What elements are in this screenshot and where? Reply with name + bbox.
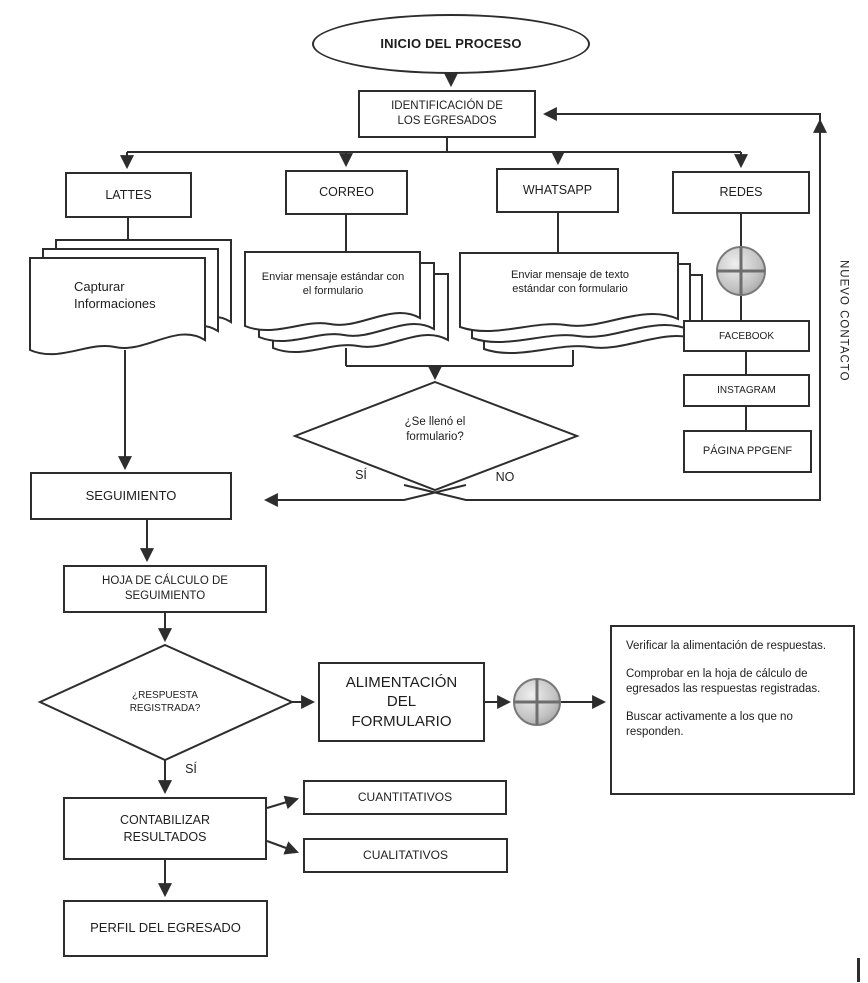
- decision-form-text: ¿Se llenó el formulario?: [404, 416, 466, 443]
- doc-lattes-label: Capturar Informaciones: [74, 276, 204, 316]
- node-cualitativos: CUALITATIVOS: [303, 838, 508, 873]
- nuevo-contacto-text: NUEVO CONTACTO: [837, 260, 850, 382]
- node-whatsapp: WHATSAPP: [496, 168, 619, 213]
- node-contabilizar: CONTABILIZAR RESULTADOS: [63, 797, 267, 860]
- decision-respuesta-yes-label: SÍ: [176, 760, 206, 778]
- junction-circle-redes: [716, 246, 766, 296]
- whatsapp-label: WHATSAPP: [522, 183, 593, 198]
- junction-circle-alimentacion: [513, 678, 561, 726]
- no-text: NO: [495, 469, 515, 484]
- redes-label: REDES: [719, 185, 763, 200]
- decision-form-diamond: [292, 380, 580, 492]
- doc-whatsapp-label: Enviar mensaje de texto estándar con for…: [490, 264, 650, 300]
- node-perfil: PERFIL DEL EGRESADO: [63, 900, 268, 957]
- connector-lines: [118, 73, 827, 898]
- node-pagina-ppgenf: PÁGINA PPGENF: [683, 430, 812, 473]
- instagram-label: INSTAGRAM: [717, 385, 776, 396]
- correo-label: CORREO: [319, 185, 374, 200]
- document-stack-whatsapp: [459, 252, 703, 355]
- node-lattes: LATTES: [65, 172, 192, 218]
- nuevo-contacto-vertical-label: NUEVO CONTACTO: [834, 256, 852, 386]
- doc-whatsapp-text: Enviar mensaje de texto estándar con for…: [510, 268, 629, 295]
- verificacion-item: Buscar activamente a los que no responde…: [626, 710, 793, 739]
- verificacion-item: Comprobar en la hoja de cálculo de egres…: [626, 667, 821, 696]
- hoja-calculo-label: HOJA DE CÁLCULO DE SEGUIMIENTO: [102, 575, 228, 602]
- alimentacion-label: ALIMENTACIÓN DEL FORMULARIO: [345, 673, 458, 730]
- facebook-label: FACEBOOK: [718, 330, 774, 342]
- node-identificacion: IDENTIFICACIÓN DE LOS EGRESADOS: [358, 90, 536, 138]
- si-text: SÍ: [355, 467, 367, 482]
- node-verificacion: Verificar la alimentación de respuestas.…: [610, 625, 855, 795]
- node-alimentacion: ALIMENTACIÓN DEL FORMULARIO: [318, 662, 485, 742]
- pagina-ppgenf-label: PÁGINA PPGENF: [702, 445, 793, 458]
- node-facebook: FACEBOOK: [683, 320, 810, 352]
- node-instagram: INSTAGRAM: [683, 374, 810, 407]
- inicio-label: INICIO DEL PROCESO: [380, 35, 522, 51]
- cuantitativos-label: CUANTITATIVOS: [357, 789, 453, 804]
- node-redes: REDES: [672, 171, 810, 214]
- decision-respuesta-label: ¿RESPUESTA REGISTRADA?: [108, 684, 222, 720]
- identificacion-label: IDENTIFICACIÓN DE LOS EGRESADOS: [391, 100, 503, 127]
- decision-form-yes-label: SÍ: [346, 466, 376, 484]
- decision-form-no-label: NO: [490, 468, 520, 486]
- verificacion-item: Verificar la alimentación de respuestas.: [626, 640, 827, 652]
- contabilizar-label: CONTABILIZAR RESULTADOS: [119, 813, 211, 844]
- lattes-label: LATTES: [105, 187, 152, 202]
- seguimiento-label: SEGUIMIENTO: [85, 487, 177, 503]
- node-seguimiento: SEGUIMIENTO: [30, 472, 232, 520]
- doc-correo-text: Enviar mensaje estándar con el formulari…: [261, 270, 405, 297]
- node-cuantitativos: CUANTITATIVOS: [303, 780, 507, 815]
- node-correo: CORREO: [285, 170, 408, 215]
- page-corner-mark: [857, 958, 860, 982]
- si2-text: SÍ: [185, 761, 197, 776]
- document-stack-correo: [244, 251, 449, 353]
- perfil-label: PERFIL DEL EGRESADO: [90, 920, 241, 936]
- document-stack-lattes: [29, 239, 232, 356]
- decision-respuesta-diamond: [37, 643, 295, 762]
- decision-respuesta-text: ¿RESPUESTA REGISTRADA?: [129, 690, 201, 714]
- node-hoja-calculo: HOJA DE CÁLCULO DE SEGUIMIENTO: [63, 565, 267, 613]
- node-inicio: INICIO DEL PROCESO: [312, 14, 590, 74]
- doc-lattes-text: Capturar Informaciones: [74, 279, 156, 311]
- decision-form-label: ¿Se llenó el formulario?: [385, 410, 485, 450]
- cualitativos-label: CUALITATIVOS: [363, 847, 448, 862]
- decision-diamond-shapes: [37, 380, 580, 762]
- doc-correo-label: Enviar mensaje estándar con el formulari…: [258, 266, 408, 302]
